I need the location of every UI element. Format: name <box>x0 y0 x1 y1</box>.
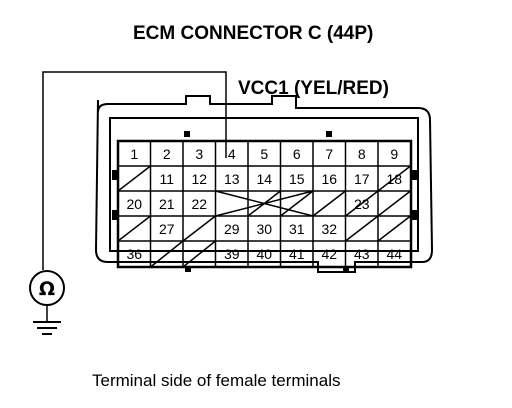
pin-label-31: 31 <box>289 221 305 237</box>
locating-tab-right <box>412 170 417 180</box>
pin-label-4: 4 <box>228 146 236 162</box>
locating-tab-bottom-left <box>185 266 191 272</box>
locating-tab-top-right <box>326 131 332 137</box>
locating-tab-left-lower <box>112 210 117 220</box>
blank-cavity-mark <box>182 215 216 242</box>
blank-cavity-mark <box>182 240 216 268</box>
pin-label-8: 8 <box>358 146 366 162</box>
blank-cavity-mark <box>377 165 411 192</box>
pin-label-17: 17 <box>354 171 370 187</box>
pin-label-36: 36 <box>126 246 142 262</box>
pin-label-43: 43 <box>354 246 370 262</box>
blank-cavity-mark <box>117 165 151 192</box>
pin-label-3: 3 <box>195 146 203 162</box>
locating-tab-bottom-right <box>343 266 349 272</box>
ohm-symbol: Ω <box>39 278 55 300</box>
pin-label-29: 29 <box>224 221 240 237</box>
pin-label-6: 6 <box>293 146 301 162</box>
ground-symbol <box>33 321 61 335</box>
connector-housing-outer <box>94 95 434 273</box>
locating-tab-right-lower <box>412 210 417 220</box>
pin-label-30: 30 <box>256 221 272 237</box>
blank-cavity-mark <box>345 215 379 242</box>
pin-label-12: 12 <box>191 171 207 187</box>
pin-label-20: 20 <box>126 196 142 212</box>
pin-label-1: 1 <box>130 146 138 162</box>
locating-tab-top-left <box>184 131 190 137</box>
connector-housing-inner <box>109 117 419 252</box>
pin-label-42: 42 <box>321 246 337 262</box>
blank-cavity-mark <box>150 240 184 268</box>
pin-label-27: 27 <box>159 221 175 237</box>
diagram-title: ECM CONNECTOR C (44P) <box>133 23 374 44</box>
pin-label-40: 40 <box>256 246 272 262</box>
pin-label-23: 23 <box>354 196 370 212</box>
pin-label-44: 44 <box>386 246 402 262</box>
pin-label-5: 5 <box>260 146 268 162</box>
pin-label-41: 41 <box>289 246 305 262</box>
pin-label-7: 7 <box>325 146 333 162</box>
empty-region-cross <box>215 190 314 217</box>
pin-label-15: 15 <box>289 171 305 187</box>
blank-cavity-mark <box>280 190 314 217</box>
pin-label-9: 9 <box>390 146 398 162</box>
pin-label-21: 21 <box>159 196 175 212</box>
diagram-caption: Terminal side of female terminals <box>92 371 341 390</box>
blank-cavity-mark <box>117 215 151 242</box>
locating-tab-left <box>112 170 117 180</box>
wire-color-label: VCC1 (YEL/RED) <box>238 78 389 99</box>
pin-label-39: 39 <box>224 246 240 262</box>
blank-cavity-mark <box>377 190 411 217</box>
pin-label-11: 11 <box>159 171 174 187</box>
pin-label-14: 14 <box>256 171 272 187</box>
blank-cavity-mark <box>377 215 411 242</box>
pin-label-22: 22 <box>191 196 207 212</box>
meter-probe-wire <box>42 71 227 270</box>
pin-label-18: 18 <box>386 171 402 187</box>
pin-label-16: 16 <box>321 171 337 187</box>
pin-label-32: 32 <box>321 221 337 237</box>
blank-cavity-mark <box>312 190 346 217</box>
pin-label-13: 13 <box>224 171 240 187</box>
blank-cavity-mark <box>345 190 379 217</box>
pin-label-2: 2 <box>163 146 171 162</box>
